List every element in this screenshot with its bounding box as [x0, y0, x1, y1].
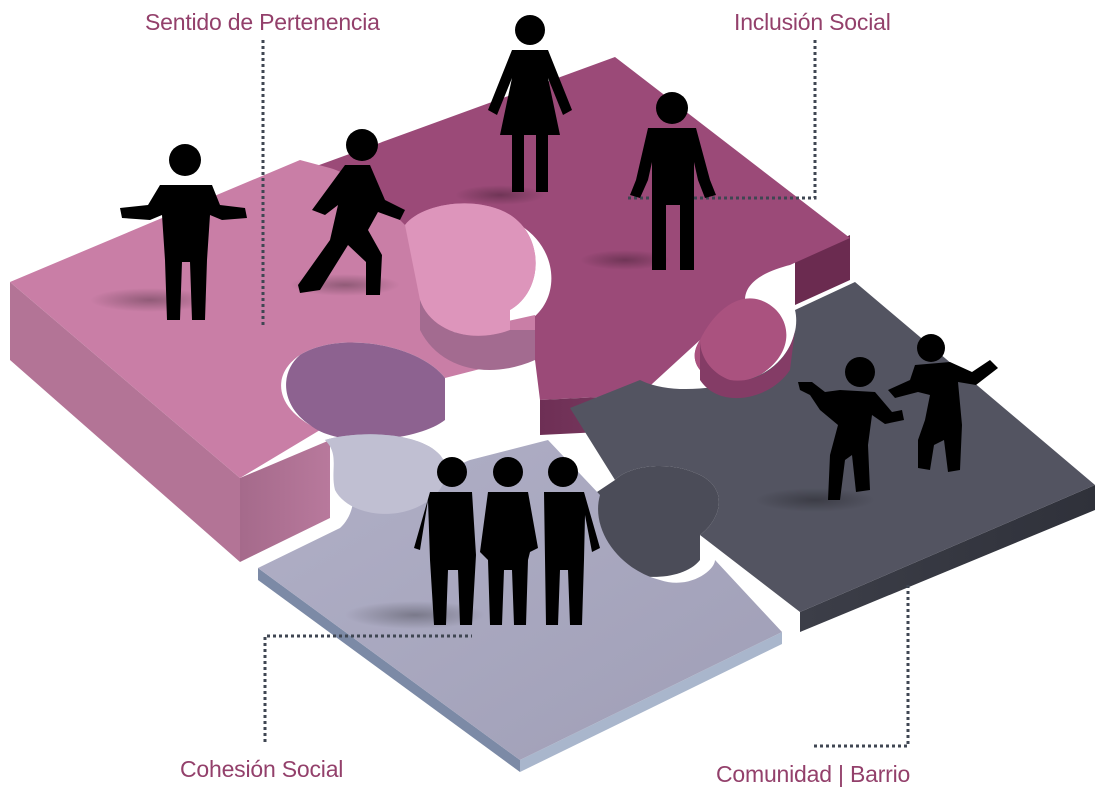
piece-side: [258, 568, 520, 772]
label-sentido-de-pertenencia: Sentido de Pertenencia: [145, 9, 380, 35]
piece-side: [520, 632, 782, 772]
person-walking-icon: [298, 129, 405, 295]
puzzle-piece-sentido: [10, 160, 536, 562]
label-comunidad-barrio: Comunidad | Barrio: [716, 761, 911, 787]
piece-knob: [585, 465, 719, 577]
piece-side: [10, 282, 240, 562]
piece-knob-side: [420, 300, 535, 370]
piece-top: [300, 57, 850, 400]
piece-top: [10, 160, 536, 478]
piece-knob: [694, 298, 787, 383]
woman-standing-icon: [488, 15, 572, 192]
connector-comunidad: [812, 585, 910, 748]
label-inclusion-social: Inclusión Social: [734, 9, 891, 35]
group-of-three-icon: [414, 457, 600, 625]
man-standing-icon: [630, 92, 716, 270]
piece-socket: [325, 434, 446, 514]
piece-side: [800, 485, 1095, 632]
two-people-dancing-icon: [798, 334, 998, 500]
piece-side: [795, 235, 850, 305]
person-shrugging-icon: [120, 144, 247, 320]
piece-side: [240, 440, 330, 562]
piece-knob-side: [700, 330, 795, 399]
piece-knob: [405, 203, 536, 336]
label-cohesion-social: Cohesión Social: [180, 756, 344, 782]
piece-socket: [286, 342, 445, 440]
